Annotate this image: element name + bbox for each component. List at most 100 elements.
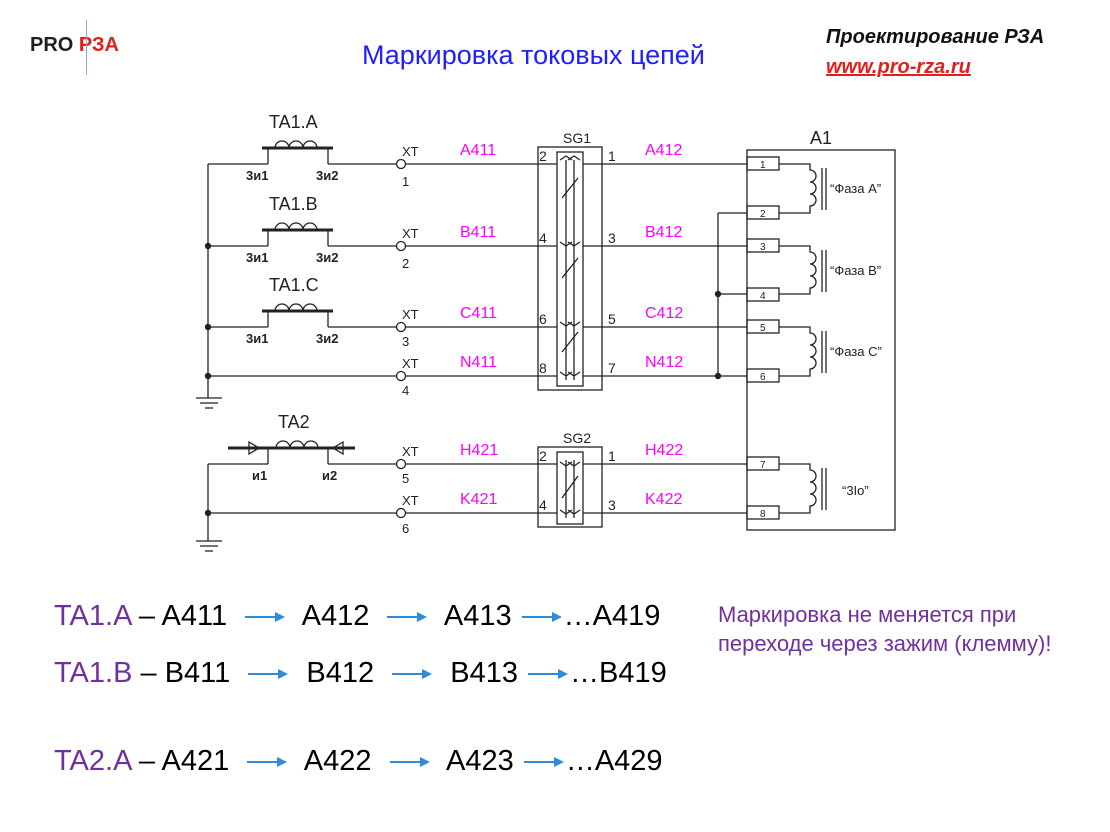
wire-label-a411: A411 bbox=[460, 142, 496, 159]
arrow-icon bbox=[392, 669, 433, 680]
ct-label-b: TA1.B bbox=[269, 194, 318, 214]
winding-end-a: 3и2 bbox=[316, 168, 338, 183]
arrow-icon bbox=[521, 612, 562, 623]
marking-dash: – bbox=[130, 745, 162, 777]
device-terminal-4: 4 bbox=[760, 291, 766, 302]
winding-start-a: 3и1 bbox=[246, 168, 268, 183]
coil-label-phase-b: “Фаза B” bbox=[830, 263, 881, 278]
marking-m4: …A429 bbox=[565, 745, 663, 777]
wire-label-k421: K421 bbox=[460, 491, 497, 508]
sg1-pin-6: 6 bbox=[539, 311, 547, 327]
wire-label-a412: A412 bbox=[645, 142, 682, 159]
ct-label-a: TA1.A bbox=[269, 112, 318, 132]
sg1-pin-1: 1 bbox=[608, 148, 616, 164]
xt-num-3: 3 bbox=[402, 334, 409, 349]
sg1-pin-3: 3 bbox=[608, 230, 616, 246]
note-line-2: переходе через зажим (клемму)! bbox=[718, 631, 1052, 656]
wire-label-b411: B411 bbox=[460, 224, 496, 241]
sg2-pin-2: 2 bbox=[539, 448, 547, 464]
xt-label-5: XT bbox=[402, 444, 419, 459]
marking-ta: TA1.B bbox=[54, 657, 133, 689]
marking-m3: A423 bbox=[446, 745, 514, 777]
sg2-pin-1: 1 bbox=[608, 448, 616, 464]
arrow-icon bbox=[523, 757, 564, 768]
sg2-label: SG2 bbox=[563, 430, 591, 446]
xt-num-5: 5 bbox=[402, 471, 409, 486]
sg2-pin-4: 4 bbox=[539, 497, 547, 513]
brand-block: Проектирование РЗА www.pro-rza.ru bbox=[826, 22, 1044, 82]
xt-label-6: XT bbox=[402, 493, 419, 508]
xt-num-4: 4 bbox=[402, 383, 409, 398]
arrow-icon bbox=[248, 669, 289, 680]
coil-label-phase-a: “Фаза A” bbox=[830, 181, 881, 196]
ta2-start: и1 bbox=[252, 468, 267, 483]
marking-note: Маркировка не меняется при переходе чере… bbox=[718, 600, 1051, 658]
marking-m1: A421 bbox=[161, 745, 230, 777]
sg1-pin-5: 5 bbox=[608, 311, 616, 327]
xt-label-3: XT bbox=[402, 307, 419, 322]
sg1-pin-8: 8 bbox=[539, 360, 547, 376]
xt-num-2: 2 bbox=[402, 256, 409, 271]
wire-label-k422: K422 bbox=[645, 491, 682, 508]
wire-label-c411: C411 bbox=[460, 305, 497, 322]
marking-m2: B412 bbox=[306, 657, 375, 689]
wire-label-h421: H421 bbox=[460, 442, 498, 459]
device-terminal-7: 7 bbox=[760, 460, 766, 471]
marking-m1: A411 bbox=[161, 600, 228, 632]
marking-ta: TA2.A bbox=[54, 745, 131, 777]
sg1-pin-7: 7 bbox=[608, 360, 616, 376]
ct-label-ta2: TA2 bbox=[278, 412, 310, 432]
marking-m3: A413 bbox=[443, 600, 512, 632]
marking-m2: A422 bbox=[303, 745, 372, 777]
device-terminal-8: 8 bbox=[760, 509, 766, 520]
arrow-icon bbox=[528, 669, 569, 680]
arrow-icon bbox=[389, 757, 430, 768]
xt-num-1: 1 bbox=[402, 174, 409, 189]
wire-label-c412: C412 bbox=[645, 305, 683, 322]
device-terminal-2: 2 bbox=[760, 209, 766, 220]
device-terminal-1: 1 bbox=[760, 160, 766, 171]
device-terminal-6: 6 bbox=[760, 372, 766, 383]
wire-label-h422: H422 bbox=[645, 442, 683, 459]
page-title: Маркировка токовых цепей bbox=[362, 40, 705, 70]
marking-m1: B411 bbox=[164, 657, 231, 689]
logo: PRO РЗА bbox=[30, 34, 119, 57]
marking-m2: A412 bbox=[301, 600, 370, 632]
ct-label-c: TA1.C bbox=[269, 275, 319, 295]
xt-label-4: XT bbox=[402, 356, 419, 371]
brand-url-link[interactable]: www.pro-rza.ru bbox=[826, 56, 971, 78]
sg1-pin-2: 2 bbox=[539, 148, 547, 164]
note-line-1: Маркировка не меняется при bbox=[718, 602, 1017, 627]
marking-dash: – bbox=[132, 657, 165, 689]
xt-label-1: XT bbox=[402, 144, 419, 159]
marking-row: TA1.B – B411 B412 B413 …B419 bbox=[54, 657, 667, 690]
marking-m4: …A419 bbox=[563, 600, 661, 632]
coil-label-phase-c: “Фаза C” bbox=[830, 344, 882, 359]
marking-m4: …B419 bbox=[570, 657, 667, 689]
wire-label-b412: B412 bbox=[645, 224, 682, 241]
ta2-end: и2 bbox=[322, 468, 337, 483]
sg2-pin-3: 3 bbox=[608, 497, 616, 513]
coil-label-3io: “3Io” bbox=[842, 483, 869, 498]
brand-title: Проектирование РЗА bbox=[826, 26, 1045, 48]
marking-row: TA2.A – A421 A422 A423 …A429 bbox=[54, 745, 663, 778]
xt-label-2: XT bbox=[402, 226, 419, 241]
wire-label-n412: N412 bbox=[645, 354, 683, 371]
wire-label-n411: N411 bbox=[460, 354, 497, 371]
marking-ta: TA1.A bbox=[54, 600, 131, 632]
winding-start-b: 3и1 bbox=[246, 250, 268, 265]
marking-dash: – bbox=[130, 600, 162, 632]
xt-num-6: 6 bbox=[402, 521, 409, 536]
winding-start-c: 3и1 bbox=[246, 331, 268, 346]
sg1-label: SG1 bbox=[563, 130, 591, 146]
winding-end-c: 3и2 bbox=[316, 331, 338, 346]
arrow-icon bbox=[387, 612, 428, 623]
device-label: A1 bbox=[810, 128, 832, 148]
logo-pro: PRO bbox=[30, 34, 74, 56]
marking-row: TA1.A – A411 A412 A413 …A419 bbox=[54, 600, 660, 633]
device-terminal-3: 3 bbox=[760, 242, 766, 253]
arrow-icon bbox=[247, 757, 288, 768]
arrow-icon bbox=[245, 612, 286, 623]
winding-end-b: 3и2 bbox=[316, 250, 338, 265]
device-terminal-5: 5 bbox=[760, 323, 766, 334]
